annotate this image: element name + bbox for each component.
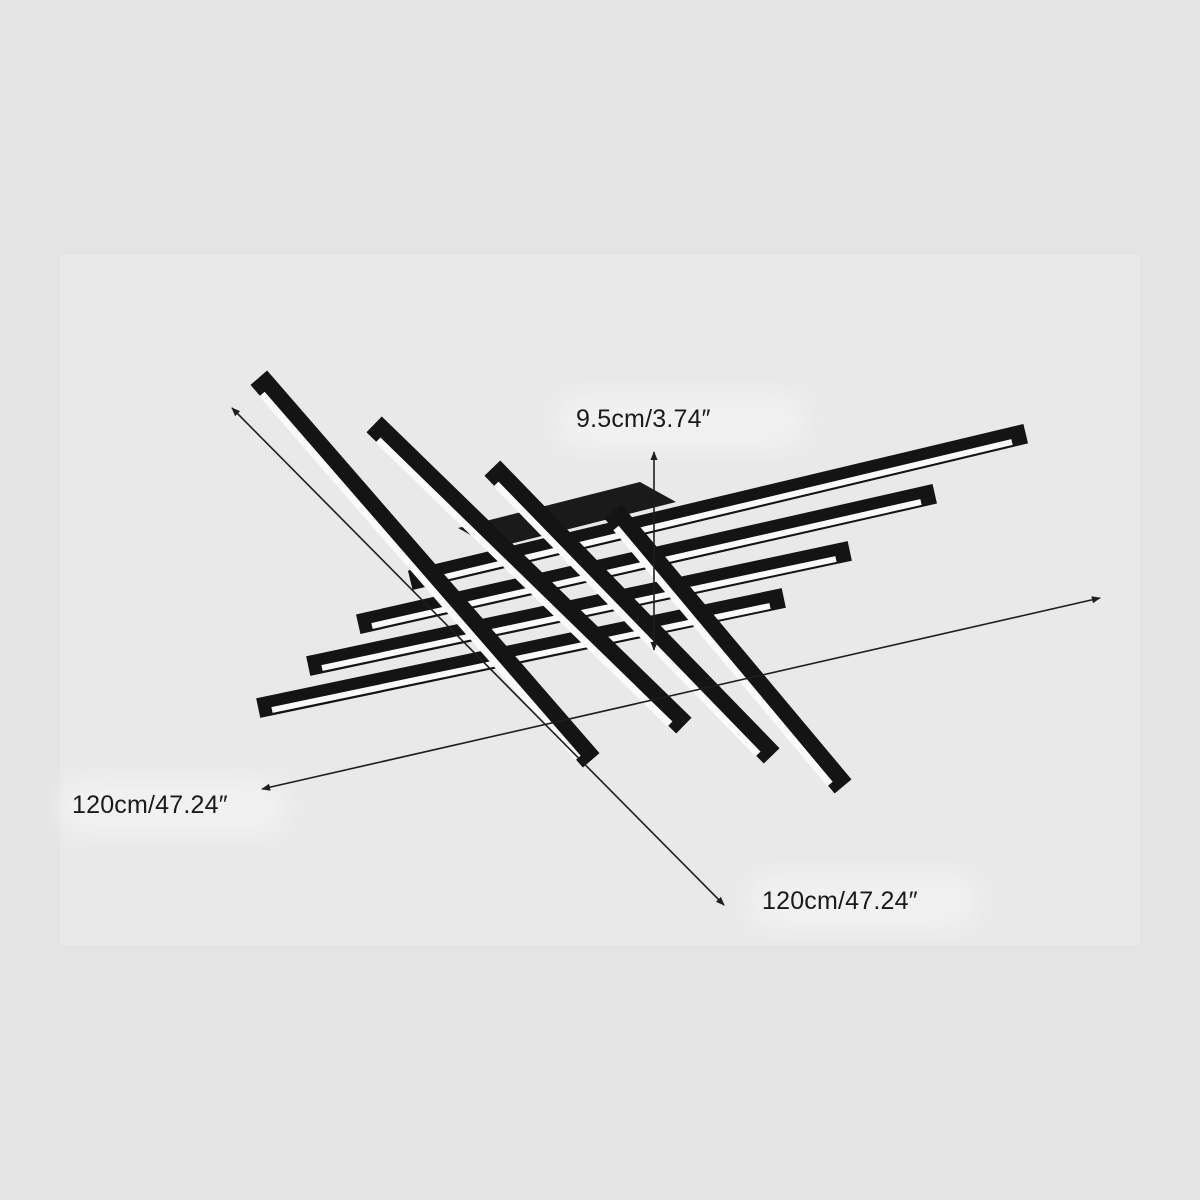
label-glow-width xyxy=(58,778,288,836)
height-dimension-label: 9.5cm/3.74″ xyxy=(576,405,711,433)
label-glow-depth xyxy=(748,872,978,930)
depth-dimension-arrow xyxy=(231,407,725,906)
depth-dimension-label: 120cm/47.24″ xyxy=(762,887,918,915)
width-dimension-label: 120cm/47.24″ xyxy=(72,791,228,819)
